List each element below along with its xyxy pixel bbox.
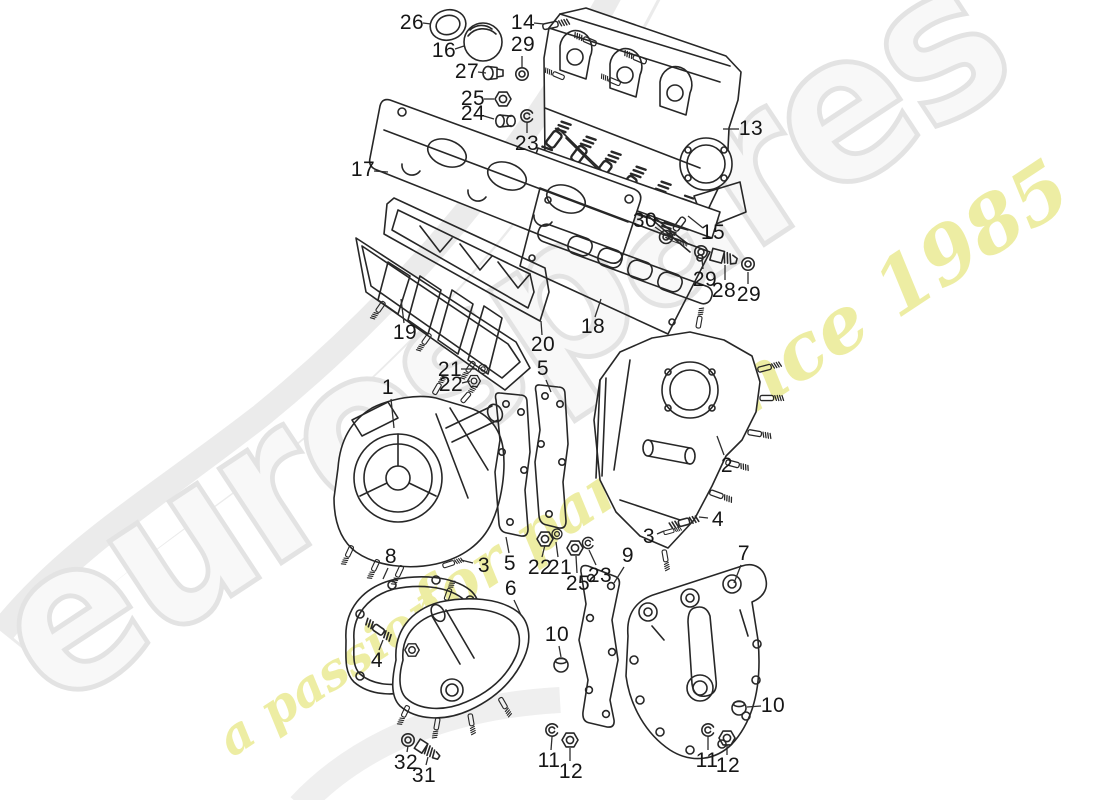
leader-line-5	[505, 536, 510, 554]
bush-24	[494, 114, 516, 128]
leader-line-1	[390, 398, 395, 429]
nut-25-top	[494, 91, 512, 107]
leader-line-4	[698, 516, 709, 519]
leader-line-7	[733, 564, 742, 584]
slatted-cover-19	[355, 237, 531, 391]
cap-nut-10-left	[553, 657, 569, 673]
plug-31	[413, 738, 441, 761]
chain-cover-6	[391, 579, 530, 740]
leader-line-15	[687, 215, 704, 229]
banjo-bolt-30	[658, 229, 689, 247]
leader-line-4	[378, 639, 384, 651]
leader-line-24	[483, 115, 495, 120]
leader-line-26	[422, 22, 432, 25]
leader-line-32	[406, 745, 409, 753]
leader-line-3	[656, 530, 665, 535]
leader-lines	[373, 22, 762, 766]
chain-cover-7	[625, 564, 768, 760]
leader-line-20	[540, 320, 543, 336]
leader-line-21	[555, 541, 559, 558]
leader-line-11	[550, 736, 553, 751]
leader-line-31	[425, 756, 429, 766]
leader-line-14	[533, 22, 545, 25]
washer-11-left	[545, 722, 559, 738]
crankcase-half-1	[333, 374, 505, 587]
chain-housing-2	[593, 306, 785, 572]
plug-28	[709, 247, 738, 265]
seal-ring-26	[429, 8, 467, 42]
gasket-5-left	[494, 392, 531, 537]
leader-line-22	[541, 544, 546, 558]
gasket-5-right	[534, 384, 569, 529]
leader-line-23	[588, 549, 597, 566]
cap-nut-10-right	[731, 700, 747, 716]
leader-line-8	[382, 567, 389, 580]
gasket-9	[578, 564, 621, 728]
leader-line-9	[613, 566, 625, 584]
leader-line-10	[558, 645, 562, 658]
leader-line-16	[454, 45, 465, 50]
washer-29-top	[514, 67, 530, 81]
leader-line-5	[545, 379, 552, 393]
gasket-18	[519, 187, 713, 335]
leader-line-6	[513, 599, 522, 616]
leader-line-22	[461, 380, 471, 384]
nut-12-left	[561, 732, 579, 748]
cap-16	[463, 22, 503, 62]
leader-line-3	[460, 559, 474, 564]
leader-line-18	[594, 298, 602, 318]
leader-line-27	[477, 71, 487, 74]
gasket-20	[383, 197, 550, 322]
leader-line-25	[575, 555, 578, 574]
leader-line-17	[373, 170, 389, 173]
leader-line-2	[716, 435, 725, 456]
leader-line-30	[654, 226, 666, 235]
leader-line-10	[746, 705, 762, 708]
leader-line-29	[701, 258, 704, 270]
leader-line-19	[400, 298, 405, 324]
